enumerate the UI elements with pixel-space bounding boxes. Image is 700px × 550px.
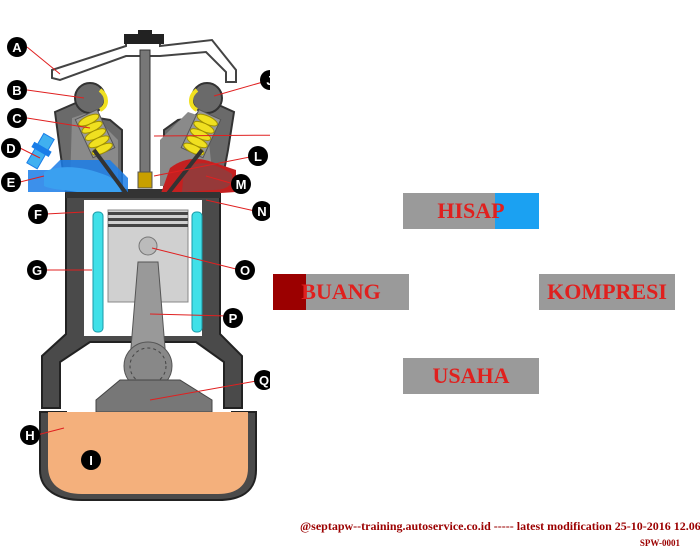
compression-stroke-label: KOMPRESI	[547, 279, 667, 304]
callout-P: P	[223, 308, 243, 328]
svg-text:D: D	[6, 141, 15, 156]
callout-M: M	[231, 174, 251, 194]
svg-text:P: P	[229, 311, 238, 326]
intake-stroke-button[interactable]: HISAP	[403, 193, 539, 229]
intake-stroke-label: HISAP	[437, 198, 505, 223]
svg-text:F: F	[34, 207, 42, 222]
callout-J: J	[260, 70, 270, 90]
callout-O: O	[235, 260, 255, 280]
compression-stroke-button[interactable]: KOMPRESI	[539, 274, 675, 310]
svg-text:C: C	[12, 111, 22, 126]
coolant-jacket-left	[92, 211, 104, 333]
callout-E: E	[1, 172, 21, 192]
svg-text:I: I	[89, 453, 93, 468]
intake-accent	[495, 193, 539, 229]
svg-text:N: N	[257, 204, 266, 219]
callout-D: D	[1, 138, 21, 158]
power-stroke-button[interactable]: USAHA	[403, 358, 539, 394]
callout-I: I	[81, 450, 101, 470]
callout-F: F	[28, 204, 48, 224]
document-code: SPW-0001	[639, 538, 680, 548]
exhaust-valve	[164, 148, 204, 198]
head-gasket	[66, 192, 220, 198]
exhaust-stroke-label: BUANG	[301, 279, 381, 304]
callout-A: A	[7, 37, 27, 57]
svg-text:Q: Q	[259, 373, 269, 388]
leader-lines	[19, 46, 270, 436]
fuel-injector	[26, 132, 55, 170]
callout-B: B	[7, 80, 27, 100]
svg-text:M: M	[236, 177, 247, 192]
svg-text:J: J	[266, 73, 270, 88]
callout-H: H	[20, 425, 40, 445]
exhaust-valve-spring	[180, 108, 222, 159]
footer-credit: @septapw--training.autoservice.co.id ---…	[300, 519, 700, 533]
intake-valve	[92, 148, 130, 198]
crankshaft	[95, 379, 213, 413]
intake-valve-spring	[74, 108, 116, 159]
engine-cutaway-diagram: A B C D E F G H I J K L M N O P Q	[1, 30, 270, 501]
callout-C: C	[7, 108, 27, 128]
engine-oil	[48, 412, 248, 494]
svg-text:H: H	[25, 428, 34, 443]
svg-text:A: A	[12, 40, 22, 55]
exhaust-stroke-button[interactable]: BUANG	[273, 274, 409, 310]
callout-Q: Q	[254, 370, 270, 390]
power-stroke-label: USAHA	[432, 363, 510, 388]
spark-plug	[139, 49, 151, 181]
exhaust-accent	[273, 274, 306, 310]
callout-L: L	[248, 146, 268, 166]
svg-text:G: G	[32, 263, 42, 278]
svg-text:E: E	[7, 175, 16, 190]
svg-text:L: L	[254, 149, 262, 164]
coolant-jacket-right	[191, 211, 203, 333]
svg-text:B: B	[12, 83, 21, 98]
callout-G: G	[27, 260, 47, 280]
svg-text:O: O	[240, 263, 250, 278]
callout-N: N	[252, 201, 270, 221]
